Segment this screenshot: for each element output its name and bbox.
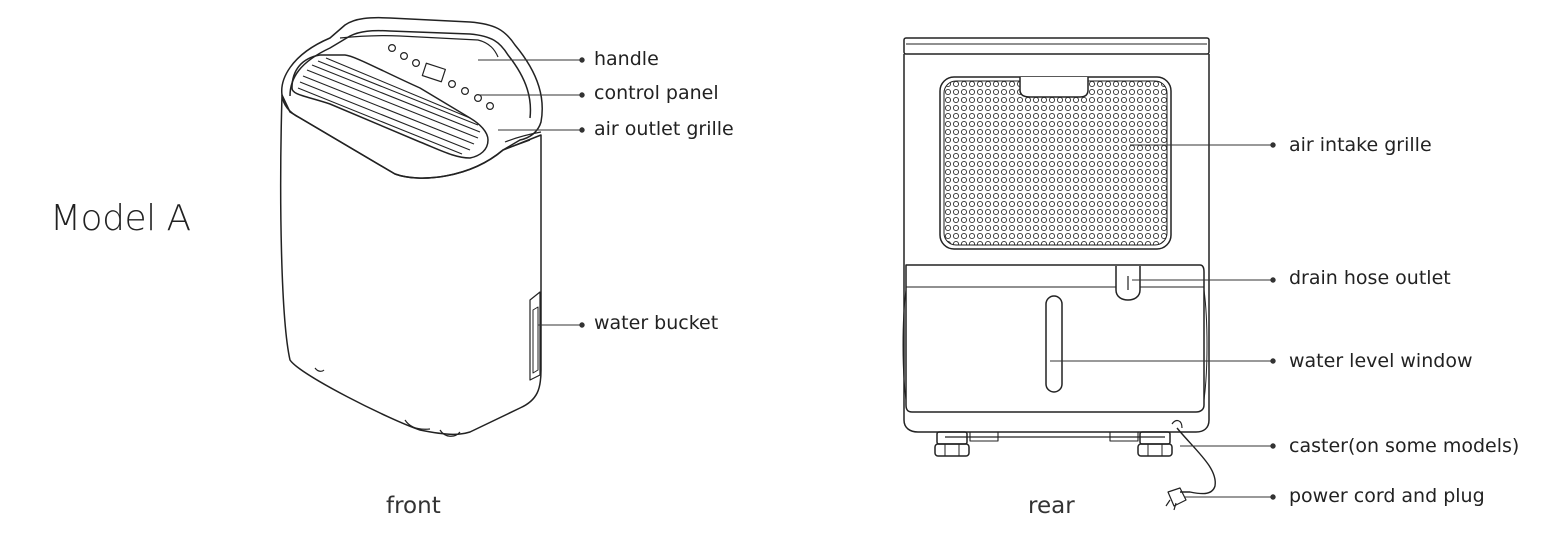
callout-handle: handle bbox=[594, 48, 659, 70]
front-unit bbox=[279, 16, 543, 437]
callout-water-level-window: water level window bbox=[1289, 350, 1473, 372]
view-label-rear: rear bbox=[1028, 493, 1075, 519]
callout-air-intake-grille: air intake grille bbox=[1289, 134, 1432, 156]
callout-control-panel: control panel bbox=[594, 82, 719, 104]
rear-unit bbox=[902, 37, 1216, 511]
view-label-front: front bbox=[386, 493, 441, 519]
callout-power-cord: power cord and plug bbox=[1289, 485, 1485, 507]
callout-drain-hose-outlet: drain hose outlet bbox=[1289, 267, 1451, 289]
callout-caster: caster(on some models) bbox=[1289, 435, 1520, 457]
model-title: Model A bbox=[50, 198, 191, 239]
callout-air-outlet-grille: air outlet grille bbox=[594, 118, 734, 140]
callout-water-bucket: water bucket bbox=[594, 312, 719, 334]
